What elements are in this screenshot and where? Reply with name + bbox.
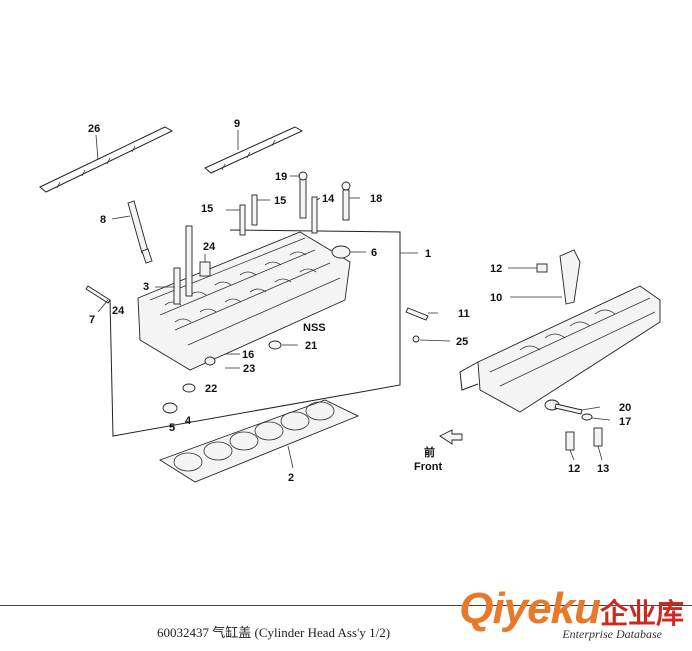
label-12-top: 12 (490, 263, 502, 275)
part-7-pin (85, 285, 111, 304)
label-26: 26 (88, 123, 100, 135)
caption-divider (0, 605, 692, 606)
label-6: 6 (371, 247, 377, 259)
intake-manifold (459, 285, 661, 413)
label-13: 13 (597, 463, 609, 475)
part-20-bracket (544, 399, 583, 415)
label-1: 1 (425, 248, 431, 260)
label-5: 5 (169, 422, 175, 434)
label-12-bottom: 12 (568, 463, 580, 475)
label-18: 18 (370, 193, 382, 205)
part-5-washer (162, 402, 178, 414)
part-12-bolt-bottom (565, 431, 575, 451)
label-24-left: 24 (112, 305, 125, 317)
label-nss: NSS (303, 322, 326, 334)
part-3-stud (173, 225, 193, 305)
part-9-cover-gasket (204, 126, 304, 174)
label-14: 14 (322, 193, 335, 205)
front-direction-arrow (439, 429, 463, 445)
part-26-cover-gasket (39, 126, 174, 193)
part-13-bolt (593, 427, 603, 447)
part-19-bolt (298, 171, 308, 219)
watermark-logo: Qiyeku企业库 (459, 584, 684, 634)
part-17-washer (581, 413, 593, 421)
part-10-bracket (559, 249, 581, 305)
label-15-left: 15 (201, 203, 213, 215)
label-17: 17 (619, 416, 631, 428)
label-8: 8 (100, 214, 106, 226)
label-24-top: 24 (203, 241, 216, 253)
part-24-plug (199, 261, 211, 277)
part-15-stud (239, 194, 258, 236)
label-9: 9 (234, 118, 240, 130)
label-10: 10 (490, 292, 502, 304)
watermark-brand-cn: 企业库 (599, 598, 684, 629)
label-3: 3 (143, 281, 149, 293)
part-1-cylinder-head (109, 229, 401, 437)
label-21: 21 (305, 340, 317, 352)
label-front-cn: 前 (424, 445, 435, 459)
label-20: 20 (619, 402, 631, 414)
leader-lines (97, 175, 611, 461)
label-16: 16 (242, 349, 254, 361)
diagram-caption: 60032437 气缸盖 (Cylinder Head Ass'y 1/2) (157, 625, 391, 640)
part-25-ball (412, 335, 420, 343)
part-12-bolt-top (536, 263, 548, 273)
label-15-right: 15 (274, 195, 286, 207)
part-22-plug (204, 356, 216, 366)
label-22: 22 (205, 383, 217, 395)
label-2: 2 (288, 472, 294, 484)
label-25: 25 (456, 336, 468, 348)
watermark-brand: Qiyeku (459, 584, 601, 633)
label-front-en: Front (414, 461, 442, 473)
label-4: 4 (185, 415, 192, 427)
part-2-head-gasket (158, 399, 360, 483)
part-6-plug (331, 245, 351, 259)
part-18-bolt (341, 181, 351, 221)
part-14-bolt (311, 196, 318, 234)
label-7: 7 (89, 314, 95, 326)
part-labels: 26 9 8 24 3 7 24 15 15 19 14 18 6 1 11 N… (88, 118, 631, 484)
part-8-glow-plug (127, 200, 153, 264)
label-23: 23 (243, 363, 255, 375)
part-4-washer (182, 383, 196, 393)
part-21-washer (268, 340, 282, 350)
label-19: 19 (275, 171, 287, 183)
part-11-fitting (405, 307, 429, 321)
label-11: 11 (458, 308, 470, 320)
watermark-subtitle: Enterprise Database (562, 627, 662, 641)
